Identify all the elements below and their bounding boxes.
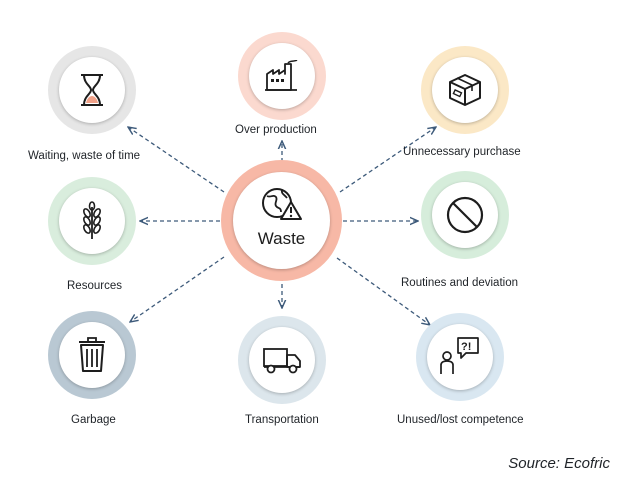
node-garbage: [48, 311, 136, 399]
node-resources: [48, 177, 136, 265]
node-resources-inner: [59, 188, 125, 254]
arrow-to-competence: [336, 257, 430, 325]
node-routines-inner: [432, 182, 498, 248]
prohibited-icon: [446, 196, 484, 234]
node-overproduction-inner: [249, 43, 315, 109]
truck-icon: [263, 348, 301, 374]
label-overproduction: Over production: [235, 124, 317, 136]
globe-warning-icon: [262, 188, 302, 220]
factory-icon: [265, 60, 298, 91]
label-resources: Resources: [67, 280, 122, 292]
arrow-to-waiting: [128, 127, 225, 193]
node-transportation: [238, 316, 326, 404]
center-node: Waste: [221, 160, 342, 281]
person-question-icon: ?!: [440, 337, 479, 374]
center-label: Waste: [257, 229, 306, 248]
node-competence: ?!: [416, 313, 504, 401]
arrow-to-garbage: [130, 256, 225, 322]
wheat-icon: [83, 201, 101, 239]
box-icon: [449, 74, 481, 106]
node-waiting-inner: [59, 57, 125, 123]
node-competence-inner: ?!: [427, 324, 493, 390]
hourglass-icon: [81, 74, 103, 106]
label-competence: Unused/lost competence: [397, 414, 524, 426]
trash-icon: [79, 337, 105, 372]
node-transportation-inner: [249, 327, 315, 393]
node-purchase-inner: [432, 57, 498, 123]
label-transportation: Transportation: [245, 414, 319, 426]
node-waiting: [48, 46, 136, 134]
label-garbage: Garbage: [71, 414, 116, 426]
label-purchase: Unnecessary purchase: [403, 146, 521, 158]
label-routines: Routines and deviation: [401, 277, 518, 289]
node-overproduction: [238, 32, 326, 120]
node-purchase: [421, 46, 509, 134]
label-waiting: Waiting, waste of time: [28, 150, 141, 162]
center-inner: Waste: [233, 172, 330, 269]
arrow-to-purchase: [339, 127, 436, 193]
source-caption: Source: Ecofric: [508, 455, 610, 472]
node-routines: [421, 171, 509, 259]
svg-text:?!: ?!: [461, 341, 471, 353]
node-garbage-inner: [59, 322, 125, 388]
